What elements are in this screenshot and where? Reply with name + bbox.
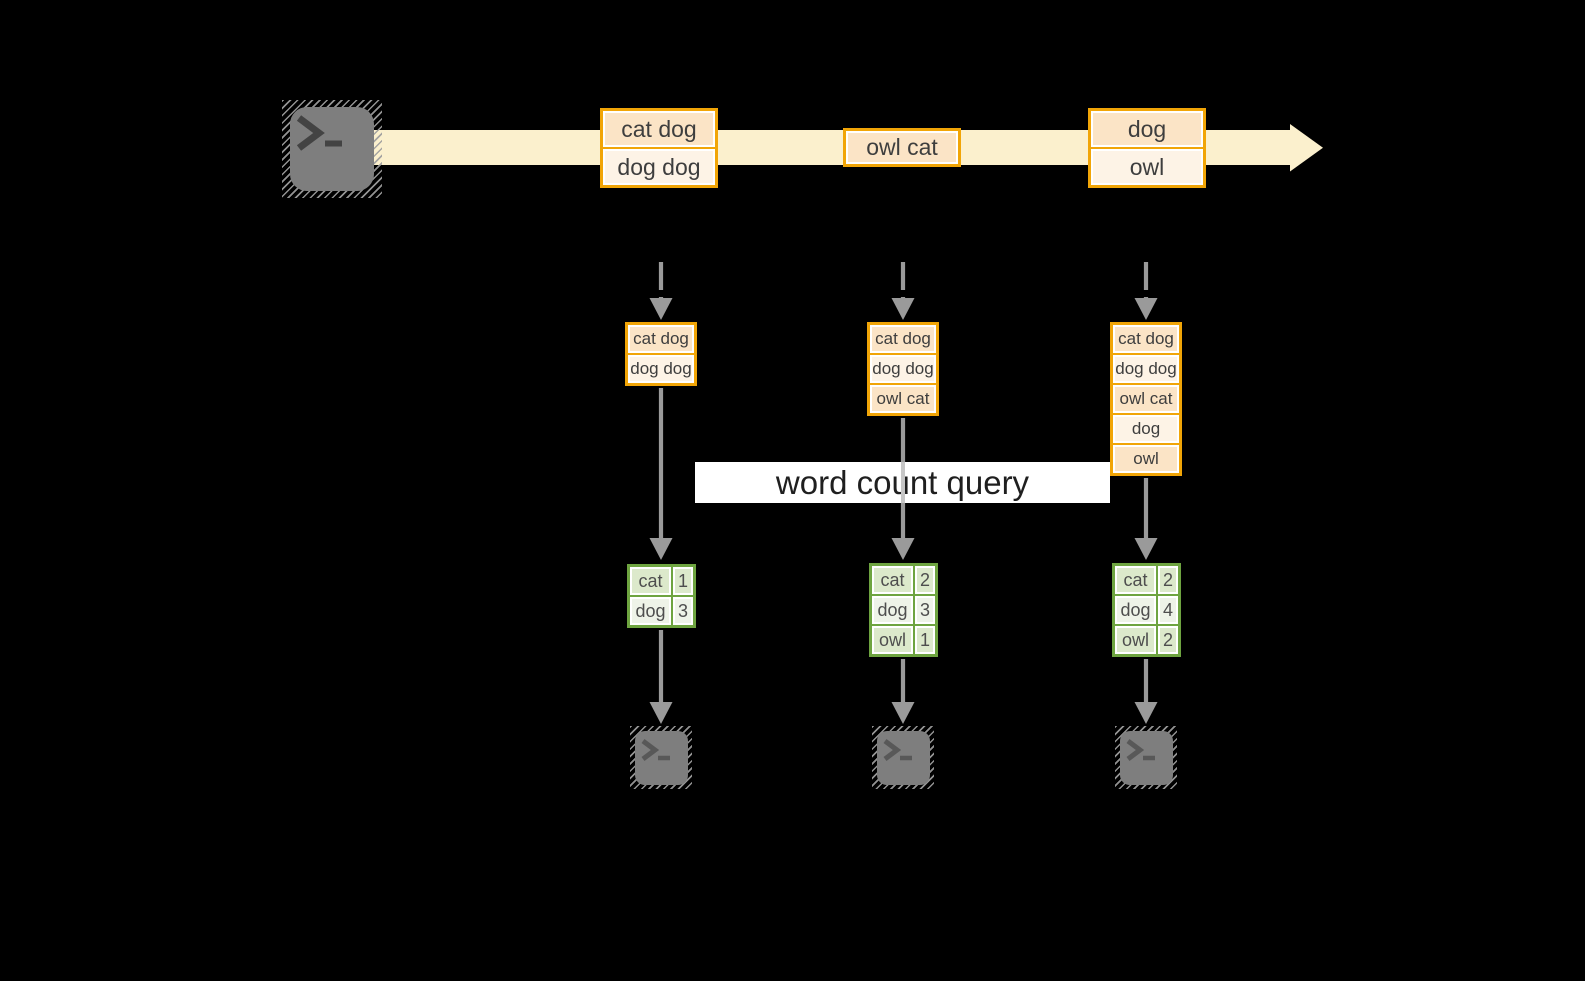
connector-through-label <box>901 462 905 503</box>
stream-event-line: owl cat <box>846 131 958 164</box>
terminal-icon <box>1115 726 1177 789</box>
count-value-cell: 2 <box>1158 626 1178 654</box>
stream-event-line: dog dog <box>603 149 715 185</box>
count-word-cell: cat <box>872 566 913 594</box>
terminal-icon <box>872 726 934 789</box>
count-value-cell: 1 <box>673 567 693 595</box>
buffer-stack-3: cat dog dog dog owl cat dog owl <box>1110 322 1182 476</box>
stream-event-line: dog <box>1091 111 1203 147</box>
stream-event-box-1: cat dog dog dog <box>600 108 718 188</box>
count-word-cell: owl <box>872 626 913 654</box>
stream-event-box-2: owl cat <box>843 128 961 167</box>
terminal-prompt-icon <box>641 739 670 761</box>
count-value-cell: 2 <box>1158 566 1178 594</box>
stream-event-box-3: dog owl <box>1088 108 1206 188</box>
count-word-cell: cat <box>630 567 671 595</box>
buffer-line: owl cat <box>870 385 936 413</box>
buffer-line: dog <box>1113 415 1179 443</box>
count-word-cell: dog <box>1115 596 1156 624</box>
count-value-cell: 3 <box>673 597 693 625</box>
terminal-prompt-icon <box>883 739 912 761</box>
buffer-stack-1: cat dog dog dog <box>625 322 697 386</box>
count-table-3: cat 2 dog 4 owl 2 <box>1112 563 1181 657</box>
count-word-cell: owl <box>1115 626 1156 654</box>
count-value-cell: 3 <box>915 596 935 624</box>
terminal-prompt-icon <box>1126 739 1155 761</box>
buffer-stack-2: cat dog dog dog owl cat <box>867 322 939 416</box>
terminal-icon <box>630 726 692 789</box>
buffer-line: owl cat <box>1113 385 1179 413</box>
count-value-cell: 1 <box>915 626 935 654</box>
count-table-2: cat 2 dog 3 owl 1 <box>869 563 938 657</box>
count-word-cell: cat <box>1115 566 1156 594</box>
count-value-cell: 4 <box>1158 596 1178 624</box>
buffer-line: dog dog <box>628 355 694 383</box>
count-word-cell: dog <box>872 596 913 624</box>
buffer-line: cat dog <box>870 325 936 353</box>
stream-event-line: cat dog <box>603 111 715 147</box>
terminal-icon <box>282 100 382 198</box>
count-word-cell: dog <box>630 597 671 625</box>
sink-arrows <box>649 630 1158 724</box>
buffer-line: dog dog <box>870 355 936 383</box>
terminal-prompt-icon <box>296 115 342 151</box>
dashed-arrows <box>649 262 1158 320</box>
count-table-1: cat 1 dog 3 <box>627 564 696 628</box>
count-value-cell: 2 <box>915 566 935 594</box>
buffer-line: cat dog <box>1113 325 1179 353</box>
buffer-line: cat dog <box>628 325 694 353</box>
stream-event-line: owl <box>1091 149 1203 185</box>
buffer-line: owl <box>1113 445 1179 473</box>
buffer-line: dog dog <box>1113 355 1179 383</box>
query-arrows <box>649 388 1158 560</box>
